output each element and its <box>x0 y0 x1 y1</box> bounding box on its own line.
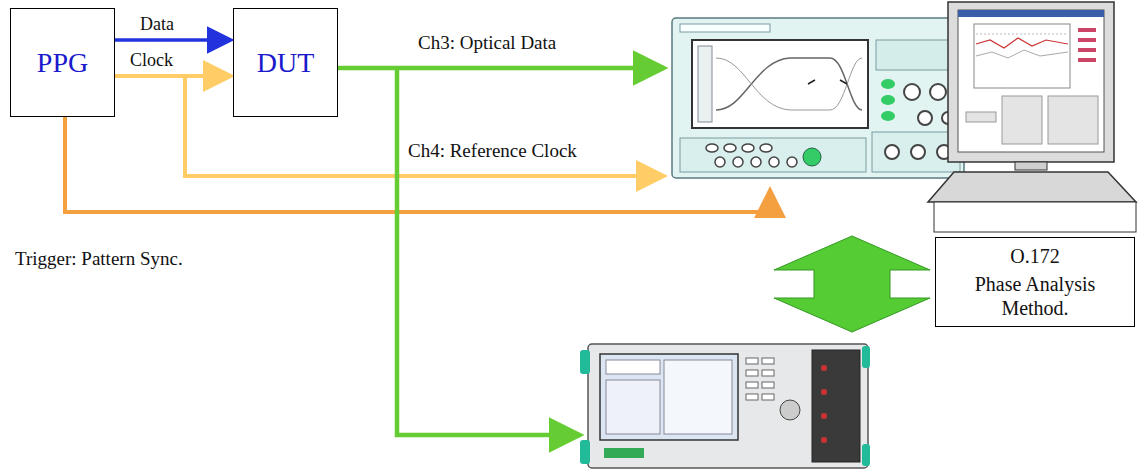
node-text: Phase Analysis Method. <box>950 272 1120 320</box>
optical-wire <box>397 68 580 435</box>
oscilloscope <box>672 18 964 178</box>
signal-arrow <box>115 74 231 78</box>
signal-label: Trigger: Pattern Sync. <box>15 248 183 270</box>
node-text: O.172 <box>1010 244 1059 268</box>
optical-wire <box>338 66 664 71</box>
device-box: DUT <box>233 8 338 117</box>
bert-instrument <box>580 344 870 468</box>
signal-arrow <box>115 38 231 42</box>
trigger-wire <box>65 117 770 212</box>
edge-label: Data <box>140 14 174 35</box>
computer <box>928 2 1136 232</box>
instrument-box: PPG <box>10 8 115 117</box>
edge-label: Clock <box>130 50 173 71</box>
signal-label: Ch3: Optical Data <box>418 32 556 54</box>
method-box: O.172Phase Analysis Method. <box>935 237 1135 327</box>
node-text: PPG <box>37 46 88 80</box>
signal-label: Ch4: Reference Clock <box>408 140 577 162</box>
node-text: DUT <box>257 46 315 80</box>
double-arrow <box>774 236 930 332</box>
